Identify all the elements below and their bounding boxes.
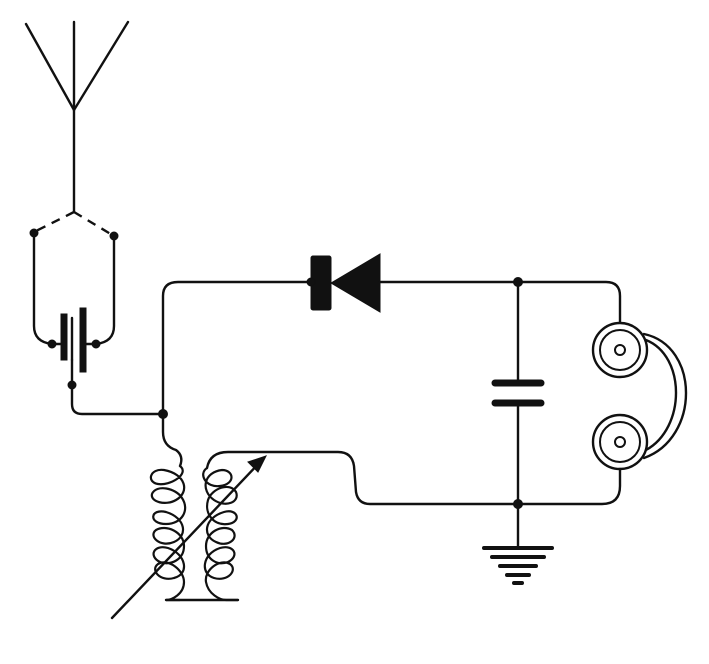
wire [205,450,520,506]
wire [161,280,312,416]
variable-coupled-coils-icon [110,412,267,620]
dashed-switch-icon [29,210,119,241]
ground-icon [482,502,554,585]
bypass-capacitor-icon [491,277,545,509]
diode-icon [306,253,622,324]
wire [70,383,165,416]
antenna-icon [24,20,130,214]
antenna-capacitor-icon [32,231,116,390]
headphones-icon [516,321,688,506]
